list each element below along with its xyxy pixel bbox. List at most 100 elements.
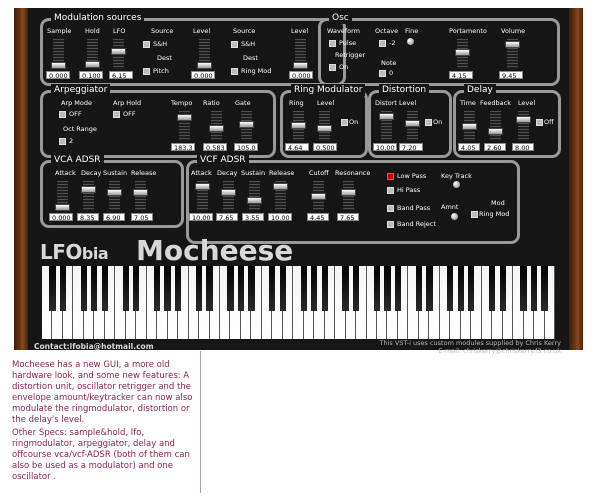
vca-decay-fader[interactable] — [81, 181, 96, 211]
resonance-fader[interactable] — [341, 181, 356, 211]
vca-release-fader-knob[interactable] — [133, 189, 148, 196]
black-key[interactable] — [415, 266, 423, 311]
black-key[interactable] — [530, 266, 538, 311]
white-key[interactable] — [178, 266, 189, 339]
sh2-checkbox[interactable] — [231, 41, 238, 48]
vca-decay-value[interactable]: 8.35 — [77, 213, 99, 221]
distort-fader[interactable] — [379, 111, 394, 141]
white-key[interactable] — [324, 266, 336, 339]
vca-release-value[interactable]: 7.05 — [131, 213, 153, 221]
level1-fader-knob[interactable] — [197, 62, 212, 69]
black-key[interactable] — [227, 266, 234, 311]
ratio-value[interactable]: 0.583 — [203, 143, 227, 151]
sh1-checkbox[interactable] — [143, 41, 150, 48]
portamento-fader-knob[interactable] — [455, 49, 470, 56]
white-key[interactable] — [209, 266, 220, 339]
black-key[interactable] — [499, 266, 506, 311]
lowpass-checkbox[interactable] — [387, 173, 394, 180]
black-key[interactable] — [133, 266, 140, 311]
keytrack-knob[interactable] — [453, 181, 460, 188]
distort-on-checkbox[interactable] — [425, 119, 432, 126]
delay-level-fader[interactable] — [516, 111, 531, 141]
black-key[interactable] — [384, 266, 391, 311]
cutoff-fader-knob[interactable] — [311, 193, 326, 200]
vca-release-fader[interactable] — [133, 181, 148, 211]
tempo-fader[interactable] — [177, 111, 192, 141]
black-key[interactable] — [279, 266, 286, 311]
vcf-attack-fader-knob[interactable] — [195, 183, 210, 190]
black-key[interactable] — [489, 266, 496, 311]
volume-value[interactable]: 9.45 — [499, 71, 523, 79]
white-key[interactable] — [251, 266, 262, 339]
level2-fader[interactable] — [293, 39, 308, 69]
hold-value[interactable]: 0.100 — [79, 71, 103, 79]
sample-value[interactable]: 0.000 — [46, 71, 70, 79]
fine-knob[interactable] — [407, 38, 414, 45]
ring-level-value[interactable]: 0.500 — [313, 143, 337, 151]
sample-fader-knob[interactable] — [51, 62, 66, 69]
black-key[interactable] — [195, 266, 203, 311]
bandreject-checkbox[interactable] — [387, 221, 394, 228]
black-key[interactable] — [164, 266, 171, 311]
black-key[interactable] — [49, 266, 56, 311]
distort-level-fader-knob[interactable] — [405, 120, 420, 127]
tempo-value[interactable]: 183.3 — [171, 143, 195, 151]
black-key[interactable] — [373, 266, 381, 311]
white-key[interactable] — [136, 266, 147, 339]
black-key[interactable] — [352, 266, 360, 311]
black-key[interactable] — [80, 266, 88, 311]
white-key[interactable] — [502, 266, 514, 339]
level2-value[interactable]: 0.000 — [289, 71, 313, 79]
cutoff-value[interactable]: 4.45 — [307, 213, 329, 221]
vca-attack-value[interactable]: 0.000 — [49, 213, 73, 221]
ring-fader[interactable] — [291, 111, 306, 141]
feedback-fader-knob[interactable] — [488, 128, 503, 135]
pitch-checkbox[interactable] — [143, 68, 150, 75]
time-fader[interactable] — [462, 111, 477, 141]
arp-hold-checkbox[interactable] — [113, 111, 120, 118]
cutoff-fader[interactable] — [311, 181, 326, 211]
vcf-sustain-fader-knob[interactable] — [247, 197, 262, 204]
vcf-release-value[interactable]: 10.00 — [268, 213, 292, 221]
distort-value[interactable]: 10.00 — [373, 143, 397, 151]
arp-mode-checkbox[interactable] — [59, 111, 66, 118]
delay-level-fader-knob[interactable] — [516, 116, 531, 123]
black-key[interactable] — [342, 266, 349, 311]
delay-level-value[interactable]: 8.00 — [512, 143, 534, 151]
bandpass-checkbox[interactable] — [387, 205, 394, 212]
ring-value[interactable]: 4.64 — [285, 143, 309, 151]
hold-fader-knob[interactable] — [85, 61, 100, 68]
black-key[interactable] — [269, 266, 276, 311]
white-key[interactable] — [429, 266, 440, 339]
tempo-fader-knob[interactable] — [177, 114, 192, 121]
black-key[interactable] — [154, 266, 161, 311]
black-key[interactable] — [447, 266, 454, 311]
pulse-checkbox[interactable] — [329, 40, 336, 47]
white-key[interactable] — [471, 266, 482, 339]
white-key[interactable] — [356, 266, 367, 339]
feedback-fader[interactable] — [488, 111, 503, 141]
contact-email[interactable]: Contact:lfobia@hotmail.com — [34, 342, 154, 351]
vcf-decay-fader-knob[interactable] — [221, 189, 236, 196]
distort-level-fader[interactable] — [405, 111, 420, 141]
black-key[interactable] — [311, 266, 318, 311]
retrigger-on-checkbox[interactable] — [329, 64, 336, 71]
white-key[interactable] — [282, 266, 294, 339]
portamento-value[interactable]: 4.15 — [449, 71, 473, 79]
portamento-fader[interactable] — [455, 39, 470, 69]
black-key[interactable] — [174, 266, 182, 311]
black-key[interactable] — [206, 266, 213, 311]
ratio-fader[interactable] — [209, 111, 224, 141]
hipass-checkbox[interactable] — [387, 187, 394, 194]
gate-value[interactable]: 105.0 — [234, 143, 258, 151]
level1-value[interactable]: 0.000 — [191, 71, 215, 79]
level2-fader-knob[interactable] — [293, 62, 308, 69]
black-key[interactable] — [300, 266, 307, 311]
black-key[interactable] — [520, 266, 527, 311]
volume-fader-knob[interactable] — [505, 41, 520, 48]
vcf-decay-value[interactable]: 7.65 — [216, 213, 238, 221]
vcf-attack-fader[interactable] — [195, 181, 210, 211]
white-key[interactable] — [397, 266, 409, 339]
ring-fader-knob[interactable] — [291, 122, 306, 129]
vcf-release-fader[interactable] — [273, 181, 288, 211]
